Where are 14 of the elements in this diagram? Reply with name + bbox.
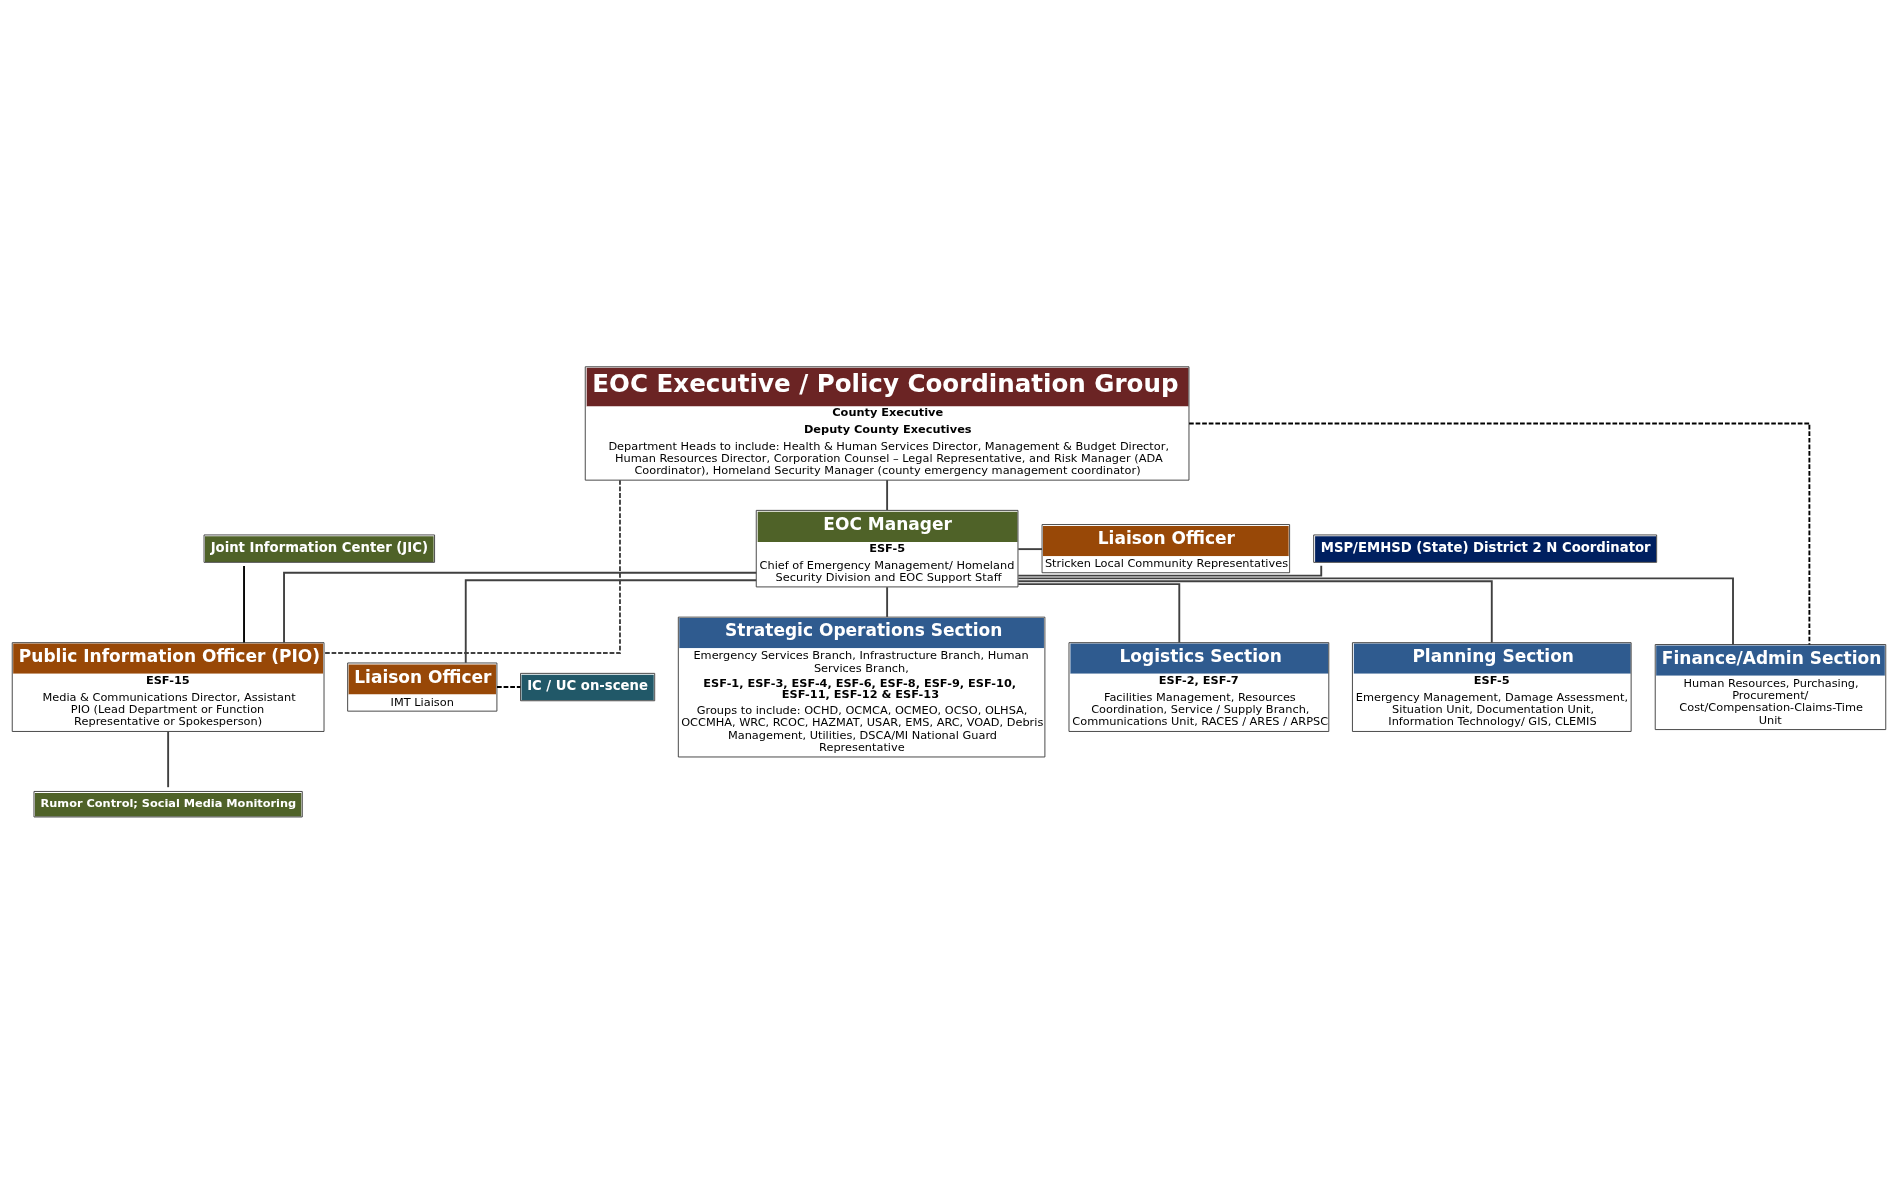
connector — [1017, 582, 1181, 643]
connector — [1017, 576, 1734, 645]
connector — [464, 578, 758, 664]
connector — [1188, 422, 1811, 645]
connector — [167, 730, 170, 788]
connector — [496, 685, 522, 688]
connector — [886, 585, 889, 618]
connector — [886, 478, 889, 511]
connector — [283, 571, 758, 643]
connector — [243, 564, 245, 643]
connector — [1017, 564, 1323, 577]
connector — [323, 478, 621, 654]
connector — [1017, 547, 1043, 550]
connector — [1017, 579, 1493, 643]
